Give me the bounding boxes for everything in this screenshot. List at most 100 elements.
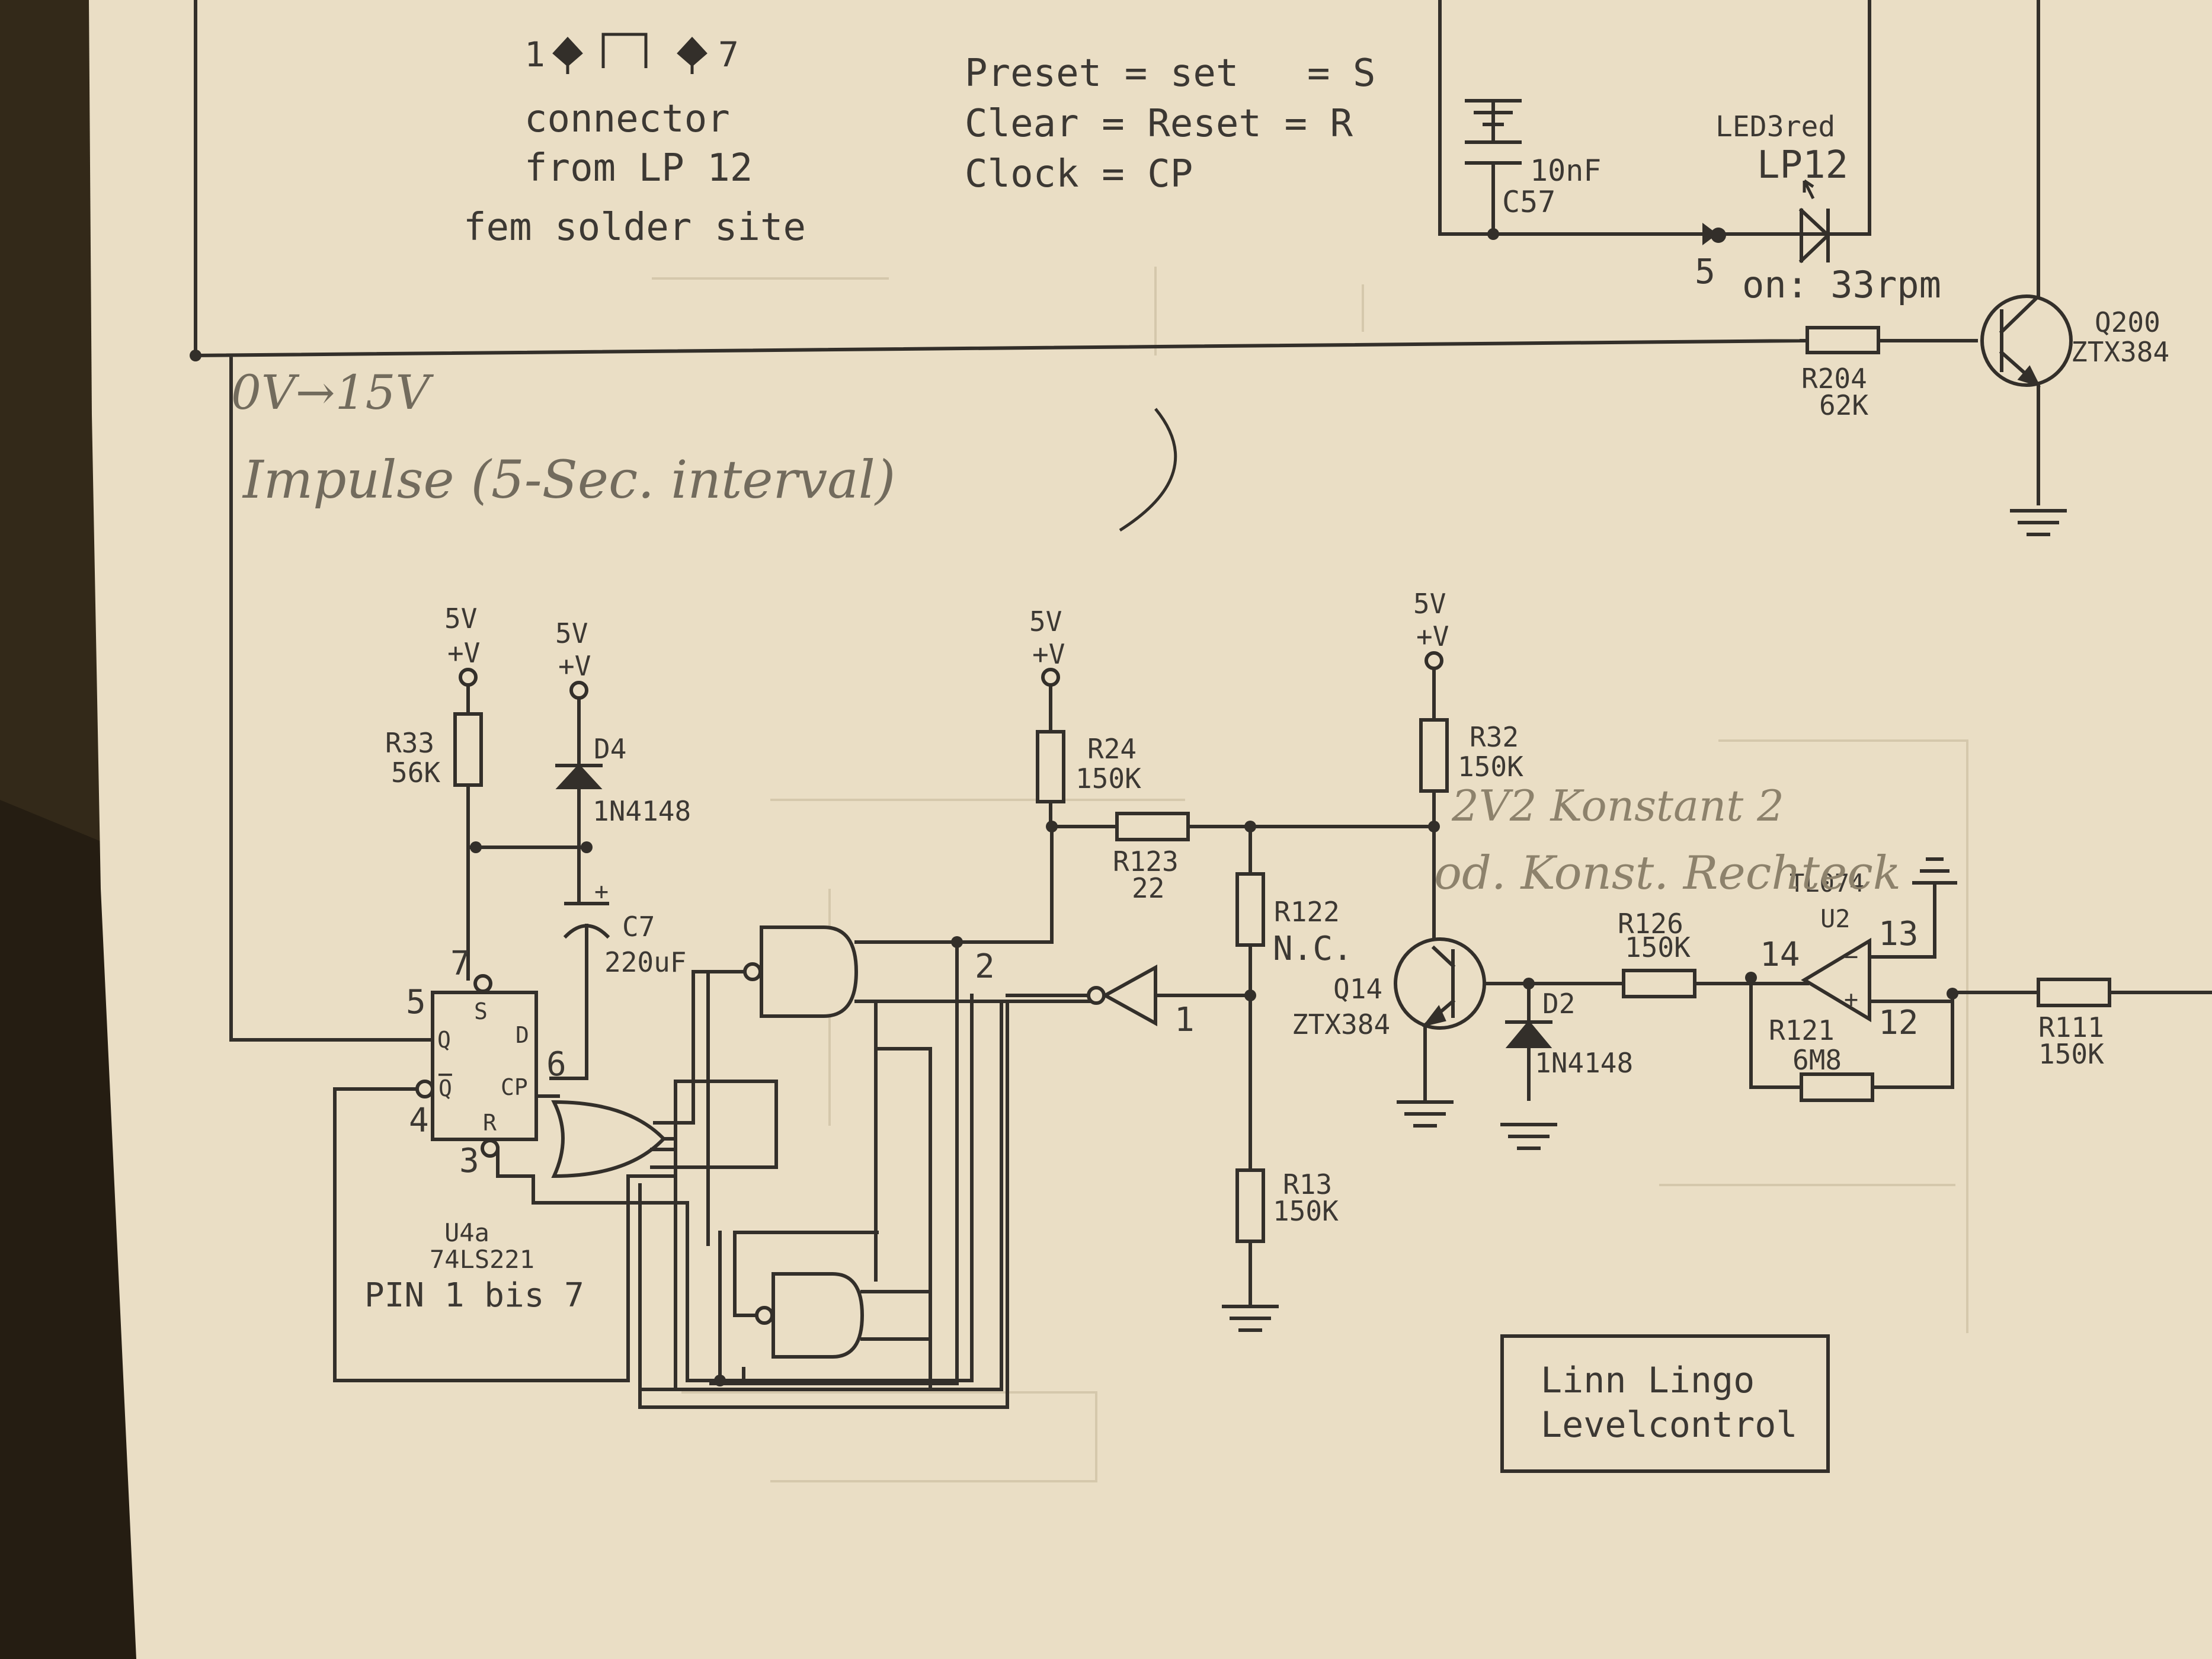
junction-dot [1487,228,1499,240]
junction-dot [1745,972,1757,984]
opamp-part: TL074 [1790,869,1864,898]
ff-num-4: 4 [409,1101,429,1140]
ff-pin-d: D [516,1022,529,1048]
ff-num-7: 7 [450,944,470,983]
supply-r33 [459,668,478,716]
connector-pin-right: 7 [718,34,739,75]
c57-name: C57 [1502,185,1555,219]
opamp-plus: + [1844,986,1858,1013]
paper-shadow [0,800,136,1659]
handwritten-rectangle-note: od. Konst. Rechteck [1434,847,1901,900]
junction-dot [470,841,482,853]
junction-dot [1046,821,1058,832]
nand-gate-1 [760,925,859,1018]
c7-value: 220uF [604,946,686,978]
supply-symbol: +V [558,650,591,682]
title-box [1500,1334,1830,1473]
ff-num-5: 5 [406,983,426,1021]
led-note: on: 33rpm [1742,263,1941,306]
r33-d4-node-wire [466,783,588,981]
supply-symbol: +V [1032,638,1065,670]
legend-clear: Clear = Reset = R [965,102,1353,146]
r126-value: 150K [1625,931,1691,963]
opamp-pin-14: 14 [1760,936,1800,974]
r123-name: R123 [1113,845,1179,877]
ff-pin-s: S [474,998,488,1024]
nand-2-wiring [718,1047,932,1382]
ff-part: 74LS221 [430,1245,534,1274]
led-connector: LP12 [1757,143,1848,187]
r122-value: N.C. [1273,930,1353,968]
title-line-2: Levelcontrol [1541,1404,1797,1446]
supply-r24 [1041,668,1060,734]
c7-polarity: + [594,878,609,905]
supply-voltage: 5V [1029,606,1062,638]
opamp-name: U2 [1820,904,1851,933]
q14-type: ZTX384 [1292,1008,1390,1040]
or-gate [551,1100,667,1178]
resistor-r204 [1806,326,1880,354]
left-frame-wire [193,0,1978,1042]
r13-value: 150K [1273,1195,1339,1227]
junction-dot [1523,978,1535,989]
led3-symbol [1702,179,1831,264]
handwritten-bracket [1119,408,1177,532]
r33-value: 56K [391,757,440,789]
connector-symbol: 1 7 [524,33,739,75]
resistor-r121 [1800,1072,1874,1102]
supply-voltage: 5V [444,603,477,635]
r126-name: R126 [1618,908,1683,940]
d4-type: 1N4148 [593,795,691,827]
r24-value: 150K [1075,763,1141,795]
resistor-r122 [1235,872,1265,947]
handwritten-impulse-note: Impulse (5-Sec. interval) [242,449,895,510]
junction-dot [581,841,593,853]
diode-d4 [555,764,603,789]
transistor-q200 [1980,0,2073,536]
d2-name: D2 [1542,988,1575,1020]
r121-name: R121 [1769,1014,1835,1046]
junction-dot [1428,821,1440,832]
legend-preset: Preset = set = S [965,52,1376,95]
supply-symbol: +V [447,637,480,669]
resistor-r111 [2037,978,2111,1007]
supply-r32 [1424,651,1443,722]
r33-name: R33 [385,727,434,759]
title-line-1: Linn Lingo [1541,1360,1755,1401]
q200-type: ZTX384 [2071,336,2169,368]
r111-value: 150K [2038,1038,2104,1070]
connector-pin-left: 1 [524,34,545,75]
supply-d4 [569,681,588,849]
q200-name: Q200 [2095,306,2160,338]
led-name: LED3red [1715,110,1835,143]
ff-name: U4a [444,1218,489,1247]
diode-d2 [1500,1020,1557,1150]
opamp-u2 [1801,937,1871,1023]
q14-name: Q14 [1333,973,1382,1005]
r123-value: 22 [1132,872,1164,904]
ff-num-6: 6 [546,1045,566,1084]
capacitor-c57 [1465,99,1522,236]
r122-name: R122 [1274,896,1340,928]
junction-dot [1244,989,1256,1001]
connector-site-label: fem solder site [463,206,806,249]
handwritten-voltage-note: 0V→15V [231,365,434,420]
supply-voltage: 5V [1413,588,1446,620]
resistor-r32 [1419,718,1449,793]
ff-pin-qn: Q [438,1075,452,1101]
r204-name: R204 [1801,363,1867,395]
supply-symbol: +V [1416,620,1449,652]
connector-label: connector [524,97,730,141]
r111-name: R111 [2038,1011,2104,1043]
handwritten-constant-note: 2V2 Konstant 2 [1451,781,1784,831]
ff-pin-note: PIN 1 bis 7 [364,1276,584,1315]
ff-num-3: 3 [459,1142,479,1180]
junction-dot [1244,821,1256,832]
connector-source-label: from LP 12 [524,146,753,190]
opamp-pin-13: 13 [1878,915,1918,953]
ff-pin-q: Q [437,1027,451,1053]
nand-gate-2 [772,1272,865,1359]
led-pin-5: 5 [1695,251,1715,292]
